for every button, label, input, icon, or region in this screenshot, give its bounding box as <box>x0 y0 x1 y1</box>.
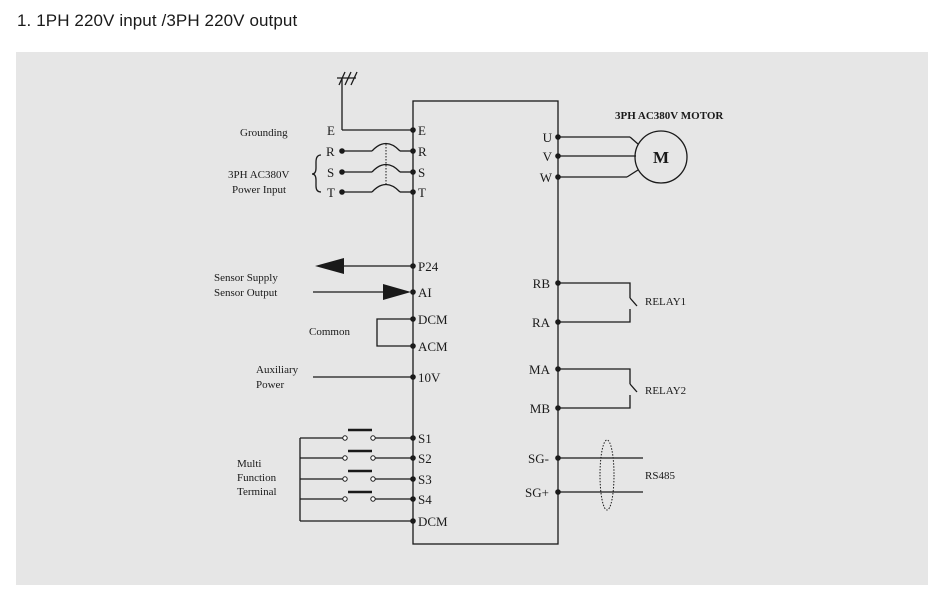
terminal-r: R <box>418 144 427 159</box>
terminal-p24: P24 <box>418 259 439 274</box>
arrow-left-icon <box>315 258 344 274</box>
common-label: Common <box>309 326 350 338</box>
terminal-dot <box>410 169 416 175</box>
relay2-label: RELAY2 <box>645 385 686 397</box>
sensor-supply-label: Sensor Supply <box>214 272 278 284</box>
terminal-dcm: DCM <box>418 514 448 529</box>
terminal-acm: ACM <box>418 339 448 354</box>
terminal-mb: MB <box>530 401 551 416</box>
common-link-wire <box>376 318 413 347</box>
terminal-v: V <box>543 149 553 164</box>
terminal-s1: S1 <box>418 431 432 446</box>
terminal-dot <box>410 189 416 195</box>
ext-terminal-s: S <box>327 165 334 180</box>
terminal-10v: 10V <box>418 370 441 385</box>
relay1-label: RELAY1 <box>645 296 686 308</box>
terminal-dot <box>410 127 416 133</box>
terminal-rb: RB <box>533 276 551 291</box>
rs485-label: RS485 <box>645 470 675 482</box>
ext-terminal-r: R <box>326 144 335 159</box>
terminal-u: U <box>543 130 553 145</box>
mft-label: Multi <box>237 458 261 470</box>
terminal-sg-plus: SG+ <box>525 485 549 500</box>
power-input-label: 3PH AC380V <box>228 169 289 181</box>
aux-power-label: Auxiliary <box>256 364 299 376</box>
terminal-s4: S4 <box>418 492 432 507</box>
ext-terminal-e: E <box>327 123 335 138</box>
brace-icon <box>311 154 322 193</box>
terminal-s3: S3 <box>418 472 432 487</box>
motor-title: 3PH AC380V MOTOR <box>615 110 724 122</box>
terminal-dot <box>339 189 345 195</box>
terminal-ra: RA <box>532 315 551 330</box>
mft-label: Function <box>237 472 277 484</box>
terminal-dot <box>339 148 345 154</box>
power-input-label: Power Input <box>232 184 286 196</box>
mft-label: Terminal <box>237 486 277 498</box>
terminal-e: E <box>418 123 426 138</box>
relay1-contact <box>558 282 638 323</box>
terminal-s: S <box>418 165 425 180</box>
aux-power-label: Power <box>256 379 284 391</box>
page-title: 1. 1PH 220V input /3PH 220V output <box>17 11 298 30</box>
twisted-pair-shield-icon <box>599 439 615 511</box>
terminal-ma: MA <box>529 362 551 377</box>
motor-symbol: M <box>653 148 669 167</box>
terminal-s2: S2 <box>418 451 432 466</box>
sensor-output-label: Sensor Output <box>214 287 277 299</box>
multi-function-switches <box>299 428 413 522</box>
motor-icon <box>634 130 688 184</box>
terminal-t: T <box>418 185 426 200</box>
terminal-w: W <box>540 170 553 185</box>
terminal-dot <box>339 169 345 175</box>
diagram-panel <box>16 52 928 585</box>
terminal-dot <box>410 148 416 154</box>
terminal-dcm: DCM <box>418 312 448 327</box>
terminal-sg-minus: SG- <box>528 451 549 466</box>
breaker-rst <box>343 142 413 193</box>
grounding-label: Grounding <box>240 127 288 139</box>
arrow-right-icon <box>383 284 411 300</box>
relay2-contact <box>558 368 638 409</box>
ground-symbol-icon <box>337 71 358 130</box>
ext-terminal-t: T <box>327 185 335 200</box>
terminal-ai: AI <box>418 285 432 300</box>
motor-wiring <box>558 136 639 178</box>
